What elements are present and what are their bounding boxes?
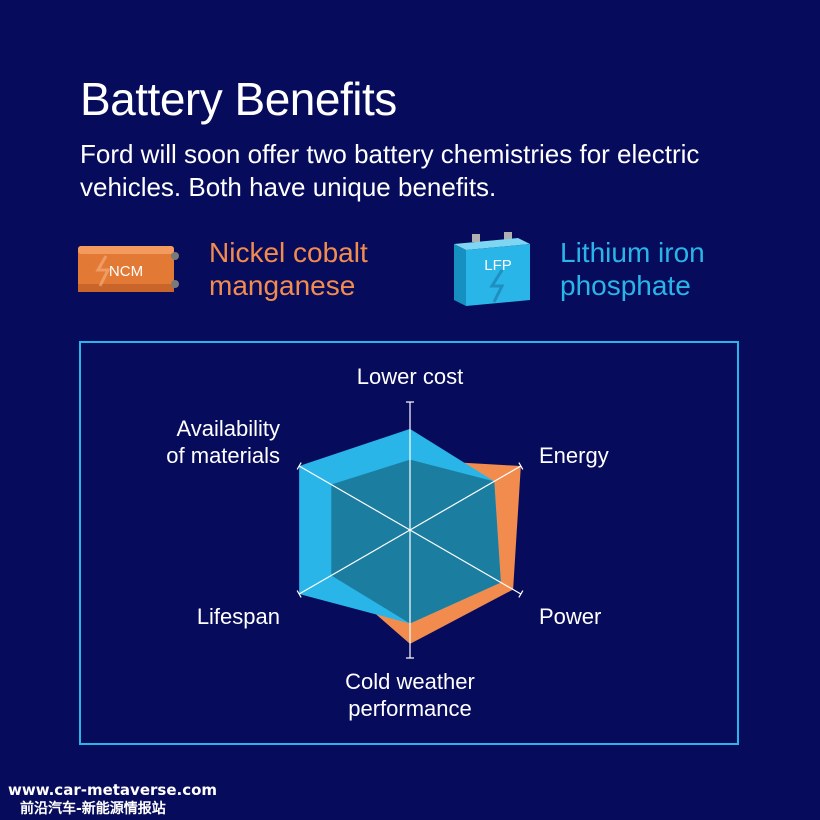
legend-ncm-label: Nickel cobalt manganese bbox=[209, 237, 368, 301]
radar-axis-tick bbox=[296, 590, 302, 598]
axis-label-availability: Availability of materials bbox=[166, 416, 280, 468]
series-overlap-area bbox=[331, 459, 501, 624]
radar-axis-tick bbox=[518, 462, 524, 470]
axis-label-lifespan: Lifespan bbox=[196, 604, 280, 629]
radar-axis-tick bbox=[296, 462, 302, 470]
lfp-badge-text: LFP bbox=[484, 257, 512, 274]
watermark-url: www.car-metaverse.com bbox=[8, 781, 218, 799]
lfp-battery-icon: LFP bbox=[454, 232, 530, 306]
ncm-badge-text: NCM bbox=[109, 263, 143, 280]
radar-axis-line bbox=[298, 529, 411, 595]
radar-axis-line bbox=[409, 529, 522, 595]
radar-axis-line bbox=[298, 465, 411, 531]
axis-label-power: Power bbox=[539, 604, 602, 629]
radar-axis-line bbox=[409, 465, 522, 531]
chart-frame bbox=[79, 341, 739, 745]
page-title: Battery Benefits bbox=[80, 73, 397, 125]
ncm-battery-icon: NCM bbox=[78, 246, 179, 292]
page-subtitle: Ford will soon offer two battery chemist… bbox=[80, 139, 700, 202]
radar-axis-tick bbox=[518, 590, 524, 598]
axis-label-lower-cost: Lower cost bbox=[356, 364, 464, 389]
legend-lfp-label: Lithium iron phosphate bbox=[560, 237, 705, 301]
axis-label-energy: Energy bbox=[539, 443, 609, 468]
axis-label-cold-weather: Cold weather performance bbox=[345, 669, 475, 721]
watermark-name: 前沿汽车-新能源情报站 bbox=[20, 801, 166, 817]
